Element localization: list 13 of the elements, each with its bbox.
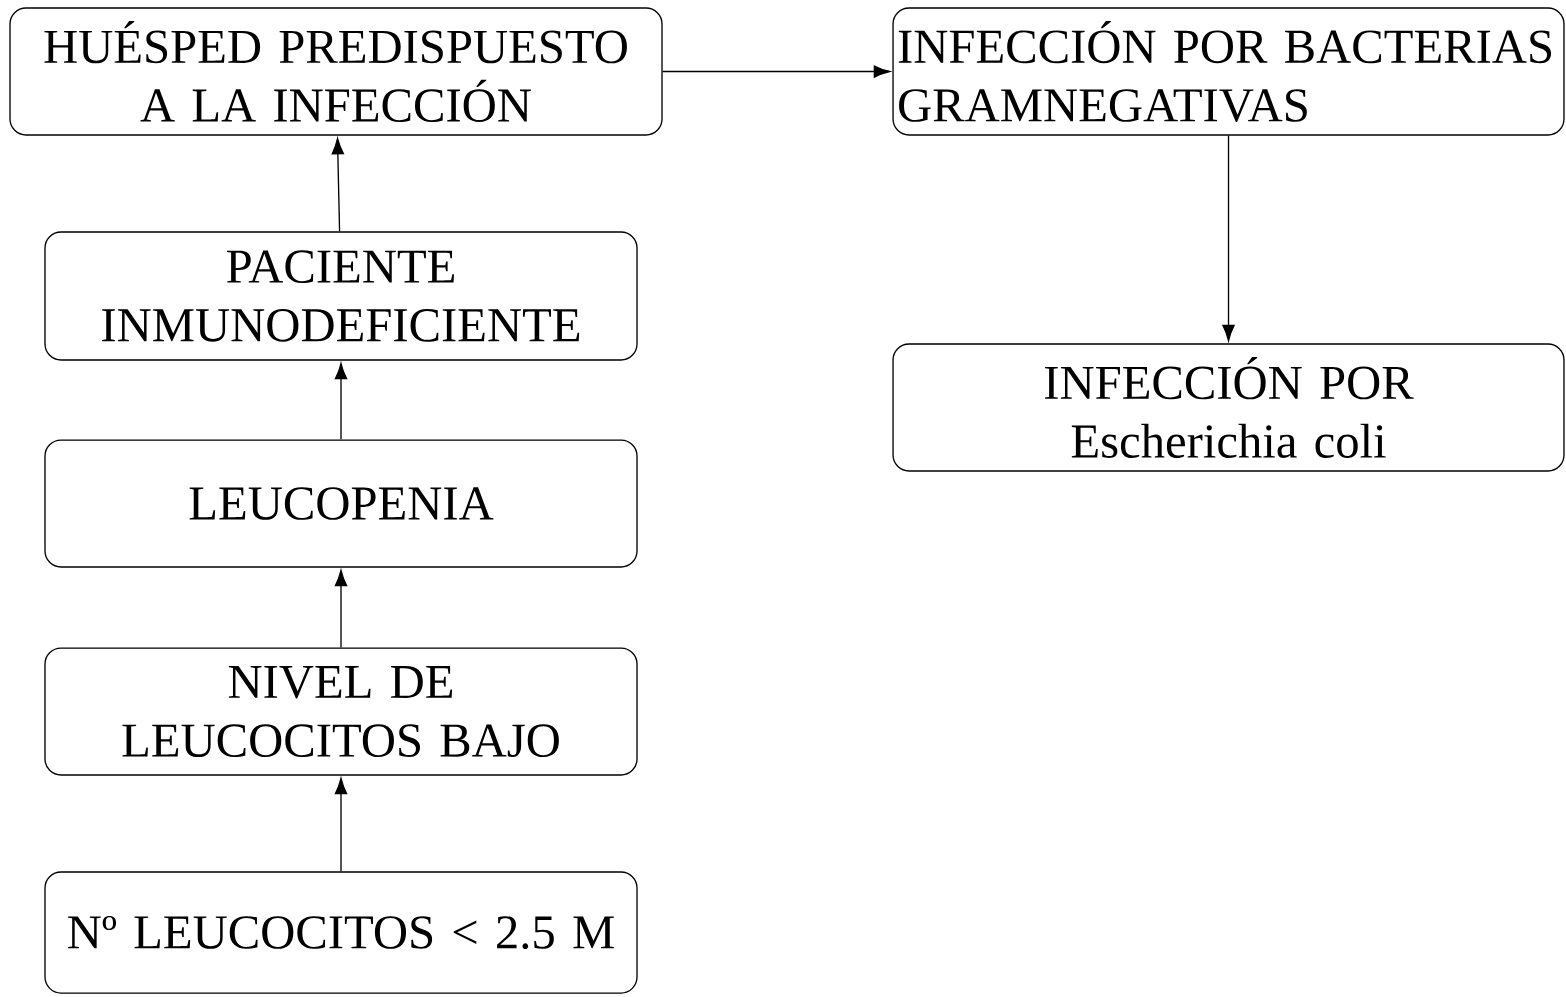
process-box: HUÉSPED PREDISPUESTO A LA INFECCIÓN — [9, 7, 663, 136]
arrow — [331, 137, 345, 232]
process-box: INFECCIÓN POR BACTERIAS GRAMNEGATIVAS — [892, 7, 1565, 136]
arrow — [662, 65, 891, 78]
arrow — [334, 777, 348, 872]
arrow — [1222, 134, 1235, 342]
process-box: INFECCIÓN POR Escherichia coli — [892, 343, 1565, 472]
arrow — [334, 362, 348, 441]
process-box: Nº LEUCOCITOS < 2.5 M — [44, 871, 638, 994]
arrow — [334, 569, 348, 649]
process-box: LEUCOPENIA — [44, 439, 638, 568]
process-box: PACIENTE INMUNODEFICIENTE — [44, 231, 638, 361]
process-box: NIVEL DE LEUCOCITOS BAJO — [44, 647, 638, 776]
